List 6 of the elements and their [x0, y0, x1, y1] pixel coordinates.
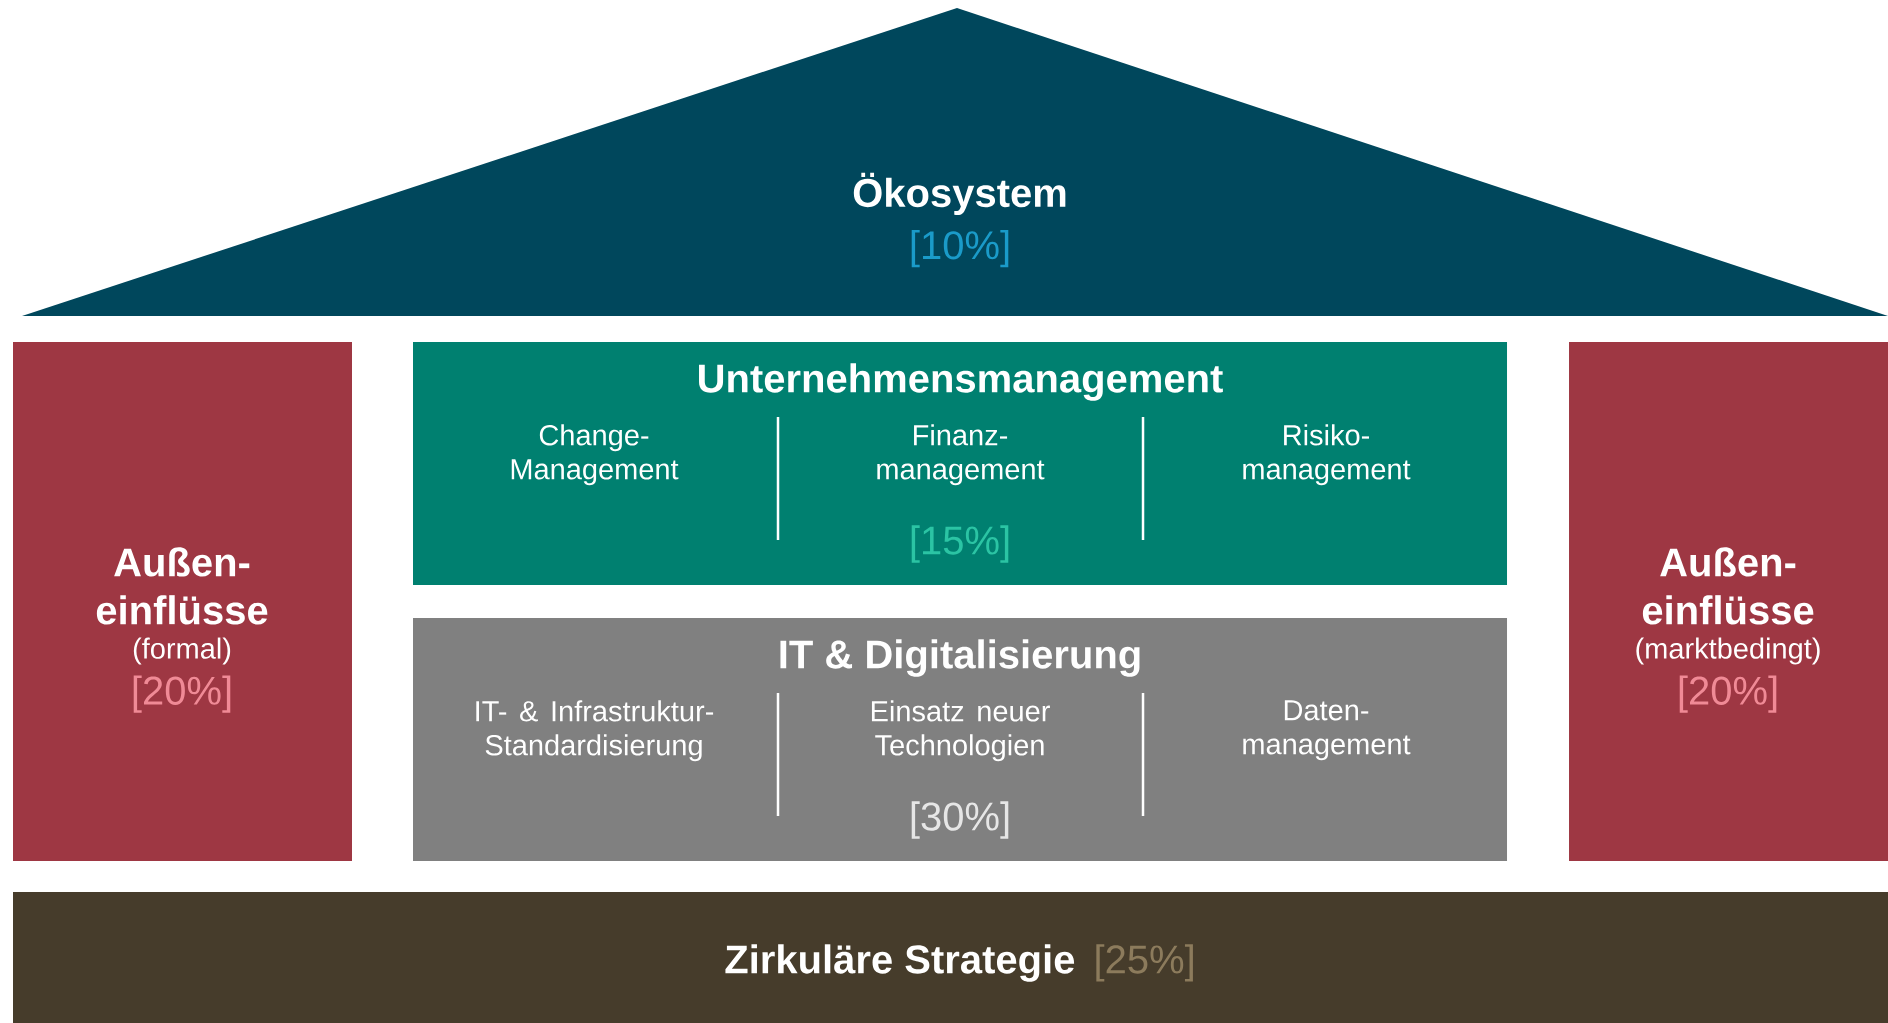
foundation-bar: Zirkuläre Strategie [25%] [13, 892, 1888, 1023]
header-box: Unternehmensmanagement Change- Management Finanz- management Risiko- management [15%] [413, 342, 1507, 585]
roof-triangle: Ökosystem [10%] [22, 8, 1888, 316]
pillar-box: Außen- einflüsse (marktbedingt) [20%] [1569, 342, 1888, 861]
header-box: IT & Digitalisierung IT- & Infrastruktur- Standardisierung Einsatz neuer Technologien Daten- management [30%] [413, 618, 1507, 861]
pillar-box: Außen- einflüsse (formal) [20%] [13, 342, 352, 861]
